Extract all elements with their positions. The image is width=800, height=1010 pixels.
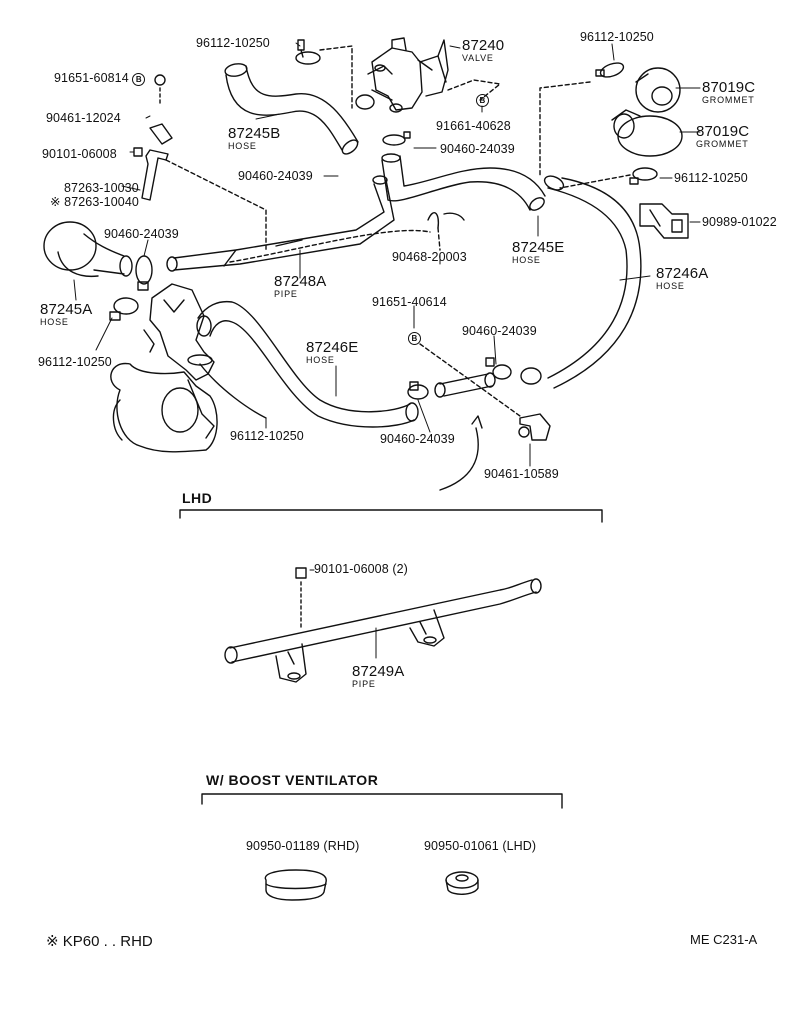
footer-code: ME C231-A (690, 932, 758, 947)
label-87248a-word: PIPE (274, 289, 298, 299)
grommet-lhd-drawing (445, 871, 479, 895)
label-91651-60814: 91651-60814 B (54, 71, 146, 86)
circle-b-3-glyph: B (408, 332, 421, 345)
label-91651-40614: 91651-40614 (372, 295, 447, 309)
label-90460-a: 90460-24039 (104, 227, 179, 241)
clamp-96112-left-drawing (113, 297, 139, 315)
pipe-87248a-drawing (166, 175, 395, 272)
label-90461-10589: 90461-10589 (484, 467, 559, 481)
bracket-90461-10589-drawing (419, 343, 551, 441)
label-87249a-num: 87249A (352, 663, 405, 680)
clamp-90460-valve-drawing (382, 134, 406, 146)
clamp-96112-right-drawing (632, 167, 658, 181)
label-87246a-num: 87246A (656, 265, 709, 282)
footer-note: ※ KP60 . . RHD (46, 933, 153, 950)
label-87245b-word: HOSE (228, 141, 257, 151)
label-96112-right: 96112-10250 (674, 171, 748, 185)
label-90468-20003: 90468-20003 (392, 250, 467, 264)
lhd-bracket-line (179, 509, 603, 523)
engine-drawing (110, 283, 218, 453)
circle-b-3: B (408, 331, 421, 345)
label-87245b-num: 87245B (228, 125, 281, 142)
label-90460-d: 90460-24039 (380, 432, 455, 446)
label-91661-40628: 91661-40628 (436, 119, 511, 133)
label-90460-c: 90460-24039 (462, 324, 537, 338)
label-90989-01022: 90989-01022 (702, 215, 777, 229)
label-90461-12024: 90461-12024 (46, 111, 121, 125)
arrow-drawing (439, 415, 483, 491)
label-87019c-1-word: GROMMET (702, 95, 755, 105)
bolt-90101-06008-2-drawing (295, 567, 307, 631)
circle-b-2-glyph: B (476, 94, 489, 107)
circle-b-1: B (132, 73, 146, 86)
hose-87245e-drawing (381, 153, 546, 211)
section-lhd-title: LHD (182, 490, 213, 506)
label-90460-valve: 90460-24039 (440, 142, 515, 156)
label-87249a-word: PIPE (352, 679, 376, 689)
grommet-87019c-2-drawing (611, 109, 683, 157)
clamp-96112-right-top-drawing (595, 62, 625, 78)
label-87019c-2-num: 87019C (696, 123, 750, 140)
clip-90468-drawing (427, 211, 465, 229)
label-87246a-word: HOSE (656, 281, 685, 291)
label-87245e-word: HOSE (512, 255, 541, 265)
label-87240-num: 87240 (462, 37, 505, 54)
grommet-rhd-drawing (264, 869, 327, 901)
label-96112-top: 96112-10250 (196, 36, 270, 50)
label-87263-10030: 87263-10030 (64, 181, 139, 195)
label-90101-06008: 90101-06008 (42, 147, 117, 161)
connector-pipe-drawing (434, 372, 496, 398)
circle-b-2: B (476, 93, 489, 107)
label-87019c-2-word: GROMMET (696, 139, 749, 149)
section-boost-title: W/ BOOST VENTILATOR (206, 772, 379, 788)
label-87248a-num: 87248A (274, 273, 327, 290)
label-96112-left: 96112-10250 (38, 355, 112, 369)
grommet-87019c-1-drawing (635, 67, 681, 113)
label-90460-b: 90460-24039 (238, 169, 313, 183)
clip-90989-drawing (639, 203, 689, 239)
label-87263-10040: ※ 87263-10040 (50, 195, 139, 209)
clamp-90460-c-drawing (492, 364, 512, 380)
label-87245a-word: HOSE (40, 317, 69, 327)
label-96112-right-top: 96112-10250 (580, 30, 654, 44)
label-91651-60814-text: 91651-60814 (54, 71, 129, 85)
clamp-96112-top-drawing (295, 39, 321, 65)
pipe-87249a-drawing (224, 578, 542, 683)
label-90101-06008-2: 90101-06008 (2) (314, 562, 408, 576)
hose-87245a-drawing (43, 221, 133, 278)
label-grommet-lhd: 90950-01061 (LHD) (424, 839, 537, 853)
label-87019c-1-num: 87019C (702, 79, 756, 96)
boost-bracket-line (201, 793, 563, 809)
bracket-group-drawing (133, 74, 173, 201)
valve-87240-drawing (355, 37, 449, 113)
label-87246e-num: 87246E (306, 339, 359, 356)
label-96112-bottom: 96112-10250 (230, 429, 304, 443)
label-grommet-rhd: 90950-01189 (RHD) (246, 839, 360, 853)
leader-lines (73, 42, 701, 659)
label-87246e-word: HOSE (306, 355, 335, 365)
label-87245e-num: 87245E (512, 239, 565, 256)
hose-87246a-drawing (520, 175, 642, 389)
hose-87246e-drawing (196, 300, 419, 428)
hose-87245b-drawing (224, 63, 359, 155)
label-87240-word: VALVE (462, 53, 494, 63)
label-87245a-num: 87245A (40, 301, 93, 318)
clamp-90460-a-drawing (135, 255, 153, 285)
